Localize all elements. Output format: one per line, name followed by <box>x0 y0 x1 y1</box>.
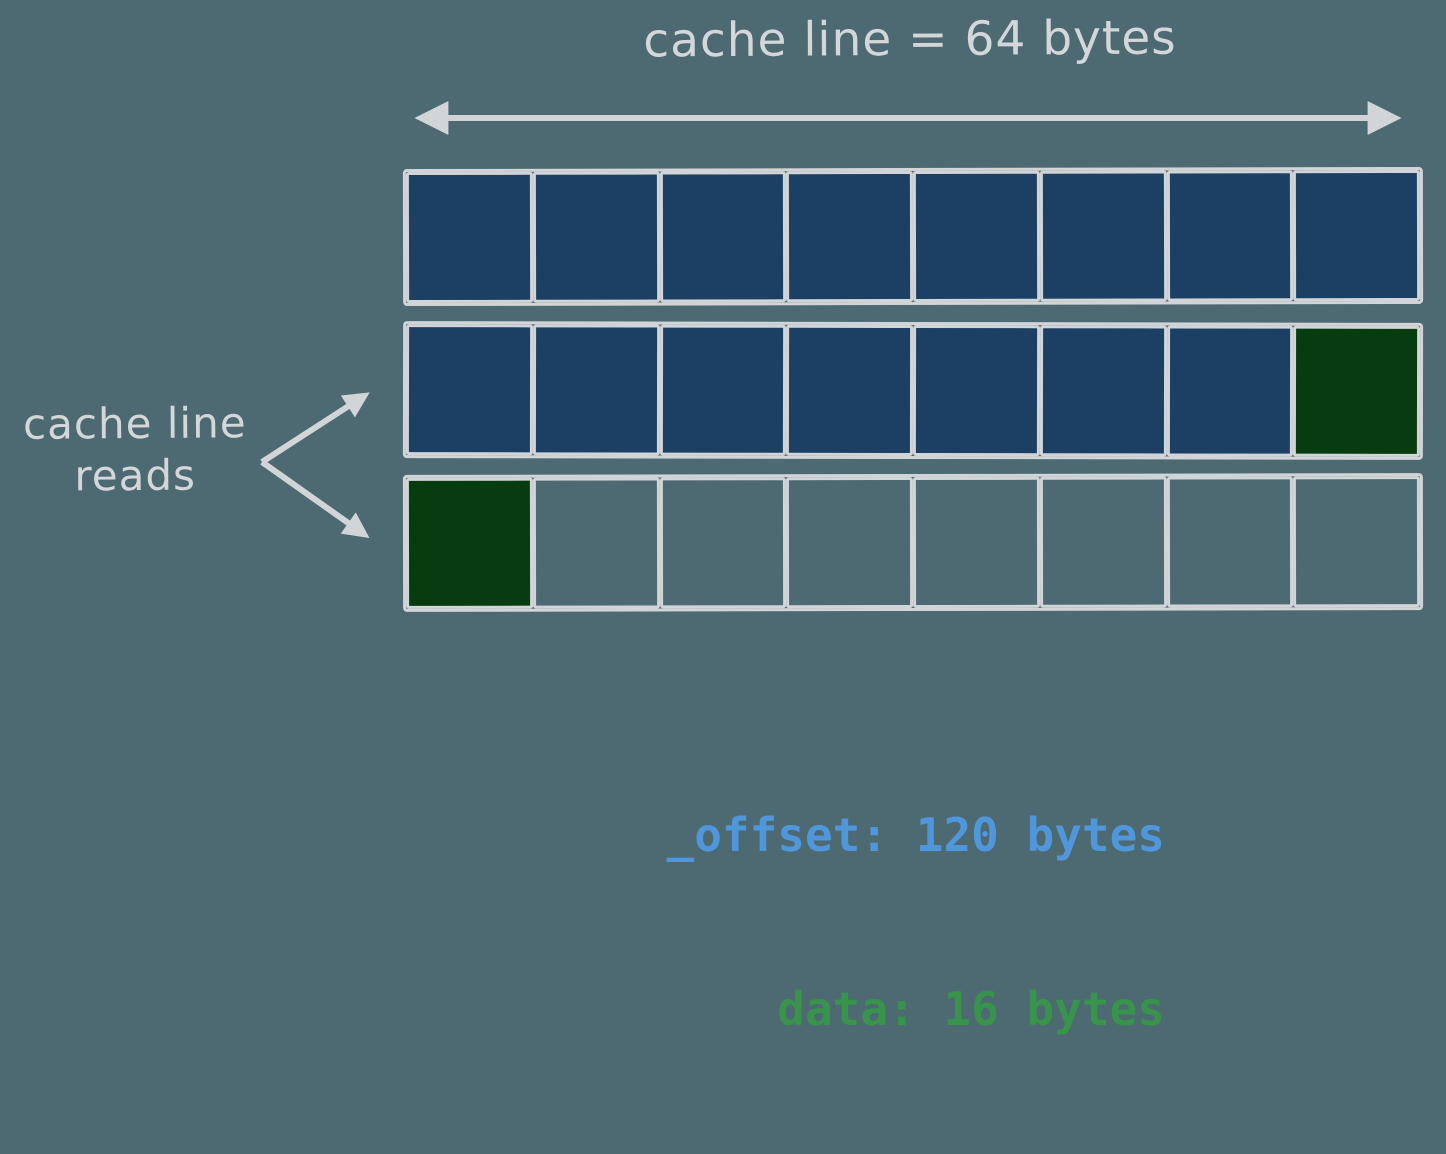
cell-filled <box>912 170 1040 302</box>
cell-filled <box>912 325 1040 457</box>
cell-empty <box>1039 476 1167 608</box>
cell-filled <box>405 171 533 304</box>
cell-filled <box>659 171 787 303</box>
reads-branch-arrows-icon <box>260 392 370 539</box>
cell-empty <box>659 477 787 609</box>
byte-annotations: _offset: 120 bytes data: 16 bytes <box>667 690 1166 1154</box>
cell-filled <box>1039 325 1167 457</box>
cell-empty <box>912 476 1040 608</box>
cell-filled <box>532 324 660 456</box>
cell-empty <box>532 477 660 609</box>
cell-data <box>1293 325 1421 457</box>
data-annotation: data: 16 bytes <box>777 982 1165 1036</box>
cache-line-row-1 <box>402 166 1424 307</box>
cache-line-row-2 <box>402 321 1424 460</box>
offset-annotation: _offset: 120 bytes <box>666 808 1166 862</box>
cell-filled <box>405 324 533 456</box>
cache-line-span-arrow-icon <box>414 101 1402 135</box>
cell-filled <box>1039 170 1167 302</box>
cell-filled <box>1166 325 1294 457</box>
cell-filled <box>1293 169 1421 302</box>
cell-filled <box>532 171 660 303</box>
cell-filled <box>1166 170 1294 302</box>
cell-filled <box>786 324 914 456</box>
cache-line-reads-label-line2: reads <box>74 450 197 501</box>
cell-data <box>405 477 533 609</box>
cell-empty <box>786 477 914 609</box>
cache-line-reads-label-line1: cache line <box>22 398 247 449</box>
cache-line-reads-label: cache line reads <box>0 397 270 503</box>
cell-empty <box>1166 476 1294 608</box>
diagram-title: cache line = 64 bytes <box>643 10 1177 69</box>
cell-empty <box>1293 476 1421 608</box>
cell-filled <box>786 171 914 303</box>
cell-filled <box>659 324 787 456</box>
cache-line-row-3 <box>402 473 1424 612</box>
